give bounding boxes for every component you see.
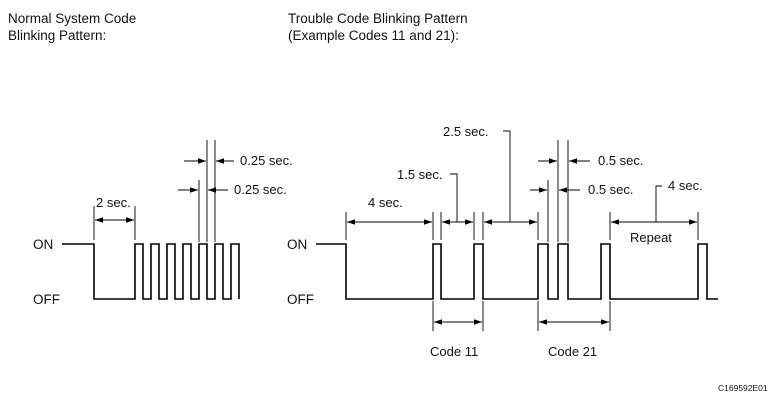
- normal-title-line1: Normal System Code: [8, 11, 137, 26]
- trouble-pattern-title: Trouble Code Blinking Pattern (Example C…: [288, 10, 468, 44]
- trouble-repeat-label: Repeat: [630, 230, 672, 245]
- trouble-15sec-label: 1.5 sec.: [397, 167, 443, 182]
- normal-blink-waveform: [62, 243, 240, 300]
- trouble-4sec-label: 4 sec.: [368, 195, 403, 210]
- trouble-on-label: ON: [287, 237, 307, 252]
- trouble-title-line1: Trouble Code Blinking Pattern: [288, 11, 468, 26]
- normal-off-label: OFF: [33, 292, 60, 307]
- normal-pattern-title: Normal System Code Blinking Pattern:: [8, 10, 136, 44]
- normal-on-label: ON: [33, 237, 53, 252]
- figure-id: C169592E01: [718, 383, 768, 393]
- trouble-on-width-label: 0.5 sec.: [598, 153, 644, 168]
- normal-off-width-label: 0.25 sec.: [234, 182, 287, 197]
- trouble-blink-waveform: [316, 243, 718, 300]
- code11-label: Code 11: [430, 344, 478, 359]
- normal-on-width-label: 0.25 sec.: [240, 153, 293, 168]
- normal-title-line2: Blinking Pattern:: [8, 28, 107, 43]
- trouble-15sec-leader: [450, 173, 458, 222]
- trouble-repeat-4sec-label: 4 sec.: [668, 178, 703, 193]
- trouble-title-line2: (Example Codes 11 and 21):: [288, 28, 459, 43]
- code21-label: Code 21: [548, 344, 597, 359]
- trouble-repeat-leader: [655, 185, 662, 222]
- trouble-off-label: OFF: [287, 292, 314, 307]
- normal-2sec-label: 2 sec.: [96, 195, 131, 210]
- trouble-off-width-label: 0.5 sec.: [588, 182, 634, 197]
- trouble-25sec-label: 2.5 sec.: [443, 124, 489, 139]
- trouble-25sec-leader: [503, 130, 511, 222]
